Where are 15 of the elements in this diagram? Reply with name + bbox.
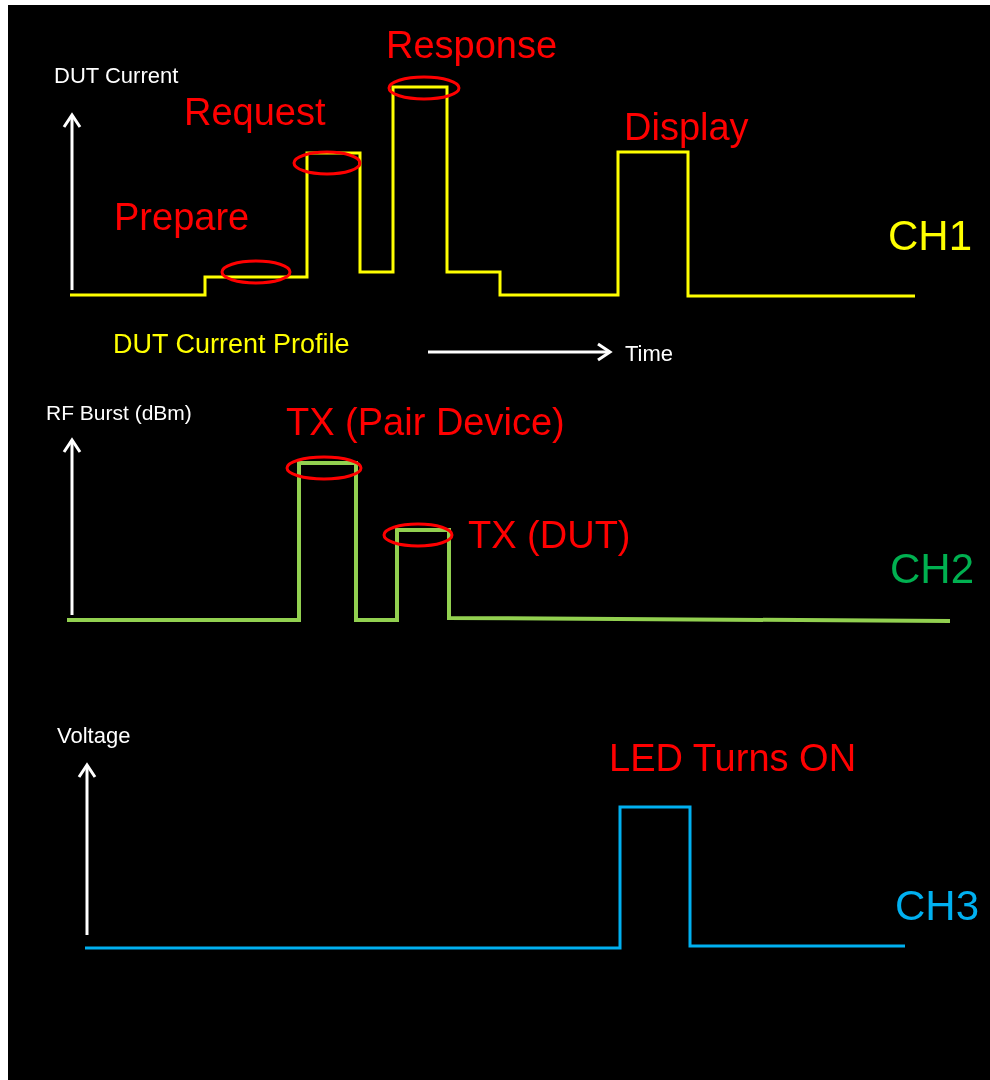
annotation-label: Request xyxy=(184,93,326,132)
annotation-label: LED Turns ON xyxy=(609,739,857,778)
channel-label: CH2 xyxy=(890,547,975,590)
annotation-label: Prepare xyxy=(114,198,250,237)
channel-label: CH3 xyxy=(895,884,980,927)
annotation-label: Response xyxy=(386,26,558,65)
annotation-label: Display xyxy=(624,108,749,147)
annotation-label: TX (DUT) xyxy=(468,516,631,555)
axis-label: Voltage xyxy=(57,724,131,747)
axis-label: RF Burst (dBm) xyxy=(46,402,192,424)
axis-label: DUT Current xyxy=(54,64,179,87)
annotation-label: TX (Pair Device) xyxy=(286,403,565,442)
chart-caption: DUT Current Profile xyxy=(113,331,350,359)
axis-label: Time xyxy=(625,342,674,365)
channel-label: CH1 xyxy=(888,214,973,257)
